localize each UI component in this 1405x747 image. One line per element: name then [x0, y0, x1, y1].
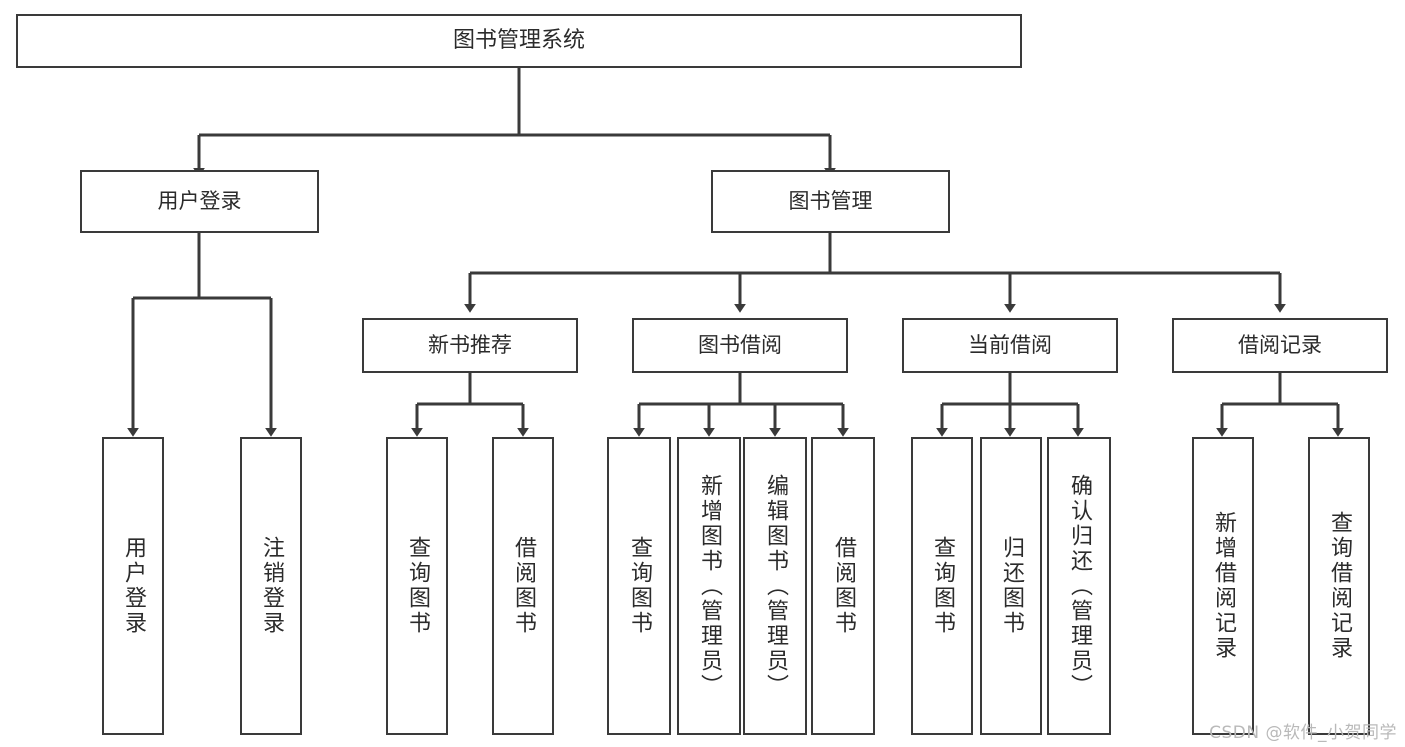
- leaf-user-login-login[interactable]: 用户登录: [102, 437, 164, 735]
- leaf-user-login-logout[interactable]: 注销登录: [240, 437, 302, 735]
- node-label: 用户登录: [120, 536, 146, 636]
- node-borrow-records[interactable]: 借阅记录: [1172, 318, 1388, 373]
- node-label: 归还图书: [998, 536, 1024, 636]
- node-label: 注销登录: [258, 536, 284, 636]
- node-book-borrow[interactable]: 图书借阅: [632, 318, 848, 373]
- node-label: 新书推荐: [428, 333, 512, 358]
- node-current-borrow[interactable]: 当前借阅: [902, 318, 1118, 373]
- node-label: 图书借阅: [698, 333, 782, 358]
- leaf-new-book-query[interactable]: 查询图书: [386, 437, 448, 735]
- node-root-system[interactable]: 图书管理系统: [16, 14, 1022, 68]
- leaf-current-borrow-return[interactable]: 归还图书: [980, 437, 1042, 735]
- leaf-new-book-borrow[interactable]: 借阅图书: [492, 437, 554, 735]
- node-book-management[interactable]: 图书管理: [711, 170, 950, 233]
- leaf-book-borrow-add[interactable]: 新增图书（管理员）: [677, 437, 741, 735]
- node-label: 查询图书: [404, 536, 430, 636]
- leaf-current-borrow-confirm-return[interactable]: 确认归还（管理员）: [1047, 437, 1111, 735]
- node-label: 用户登录: [157, 189, 242, 214]
- node-label: 借阅图书: [510, 536, 536, 636]
- node-label: 新增图书（管理员）: [696, 473, 722, 699]
- node-label: 借阅记录: [1238, 333, 1322, 358]
- node-label: 当前借阅: [968, 333, 1052, 358]
- node-new-book-recommend[interactable]: 新书推荐: [362, 318, 578, 373]
- node-label: 确认归还（管理员）: [1066, 473, 1092, 699]
- node-label: 新增借阅记录: [1210, 511, 1236, 661]
- node-label: 查询借阅记录: [1326, 511, 1352, 661]
- leaf-borrow-records-query[interactable]: 查询借阅记录: [1308, 437, 1370, 735]
- node-label: 图书管理系统: [452, 28, 585, 54]
- leaf-book-borrow-query[interactable]: 查询图书: [607, 437, 671, 735]
- leaf-book-borrow-edit[interactable]: 编辑图书（管理员）: [743, 437, 807, 735]
- leaf-current-borrow-query[interactable]: 查询图书: [911, 437, 973, 735]
- leaf-book-borrow-borrow[interactable]: 借阅图书: [811, 437, 875, 735]
- node-label: 图书管理: [788, 189, 873, 214]
- node-label: 借阅图书: [830, 536, 856, 636]
- node-user-login[interactable]: 用户登录: [80, 170, 319, 233]
- node-label: 编辑图书（管理员）: [762, 473, 788, 699]
- node-label: 查询图书: [929, 536, 955, 636]
- leaf-borrow-records-add[interactable]: 新增借阅记录: [1192, 437, 1254, 735]
- node-label: 查询图书: [626, 536, 652, 636]
